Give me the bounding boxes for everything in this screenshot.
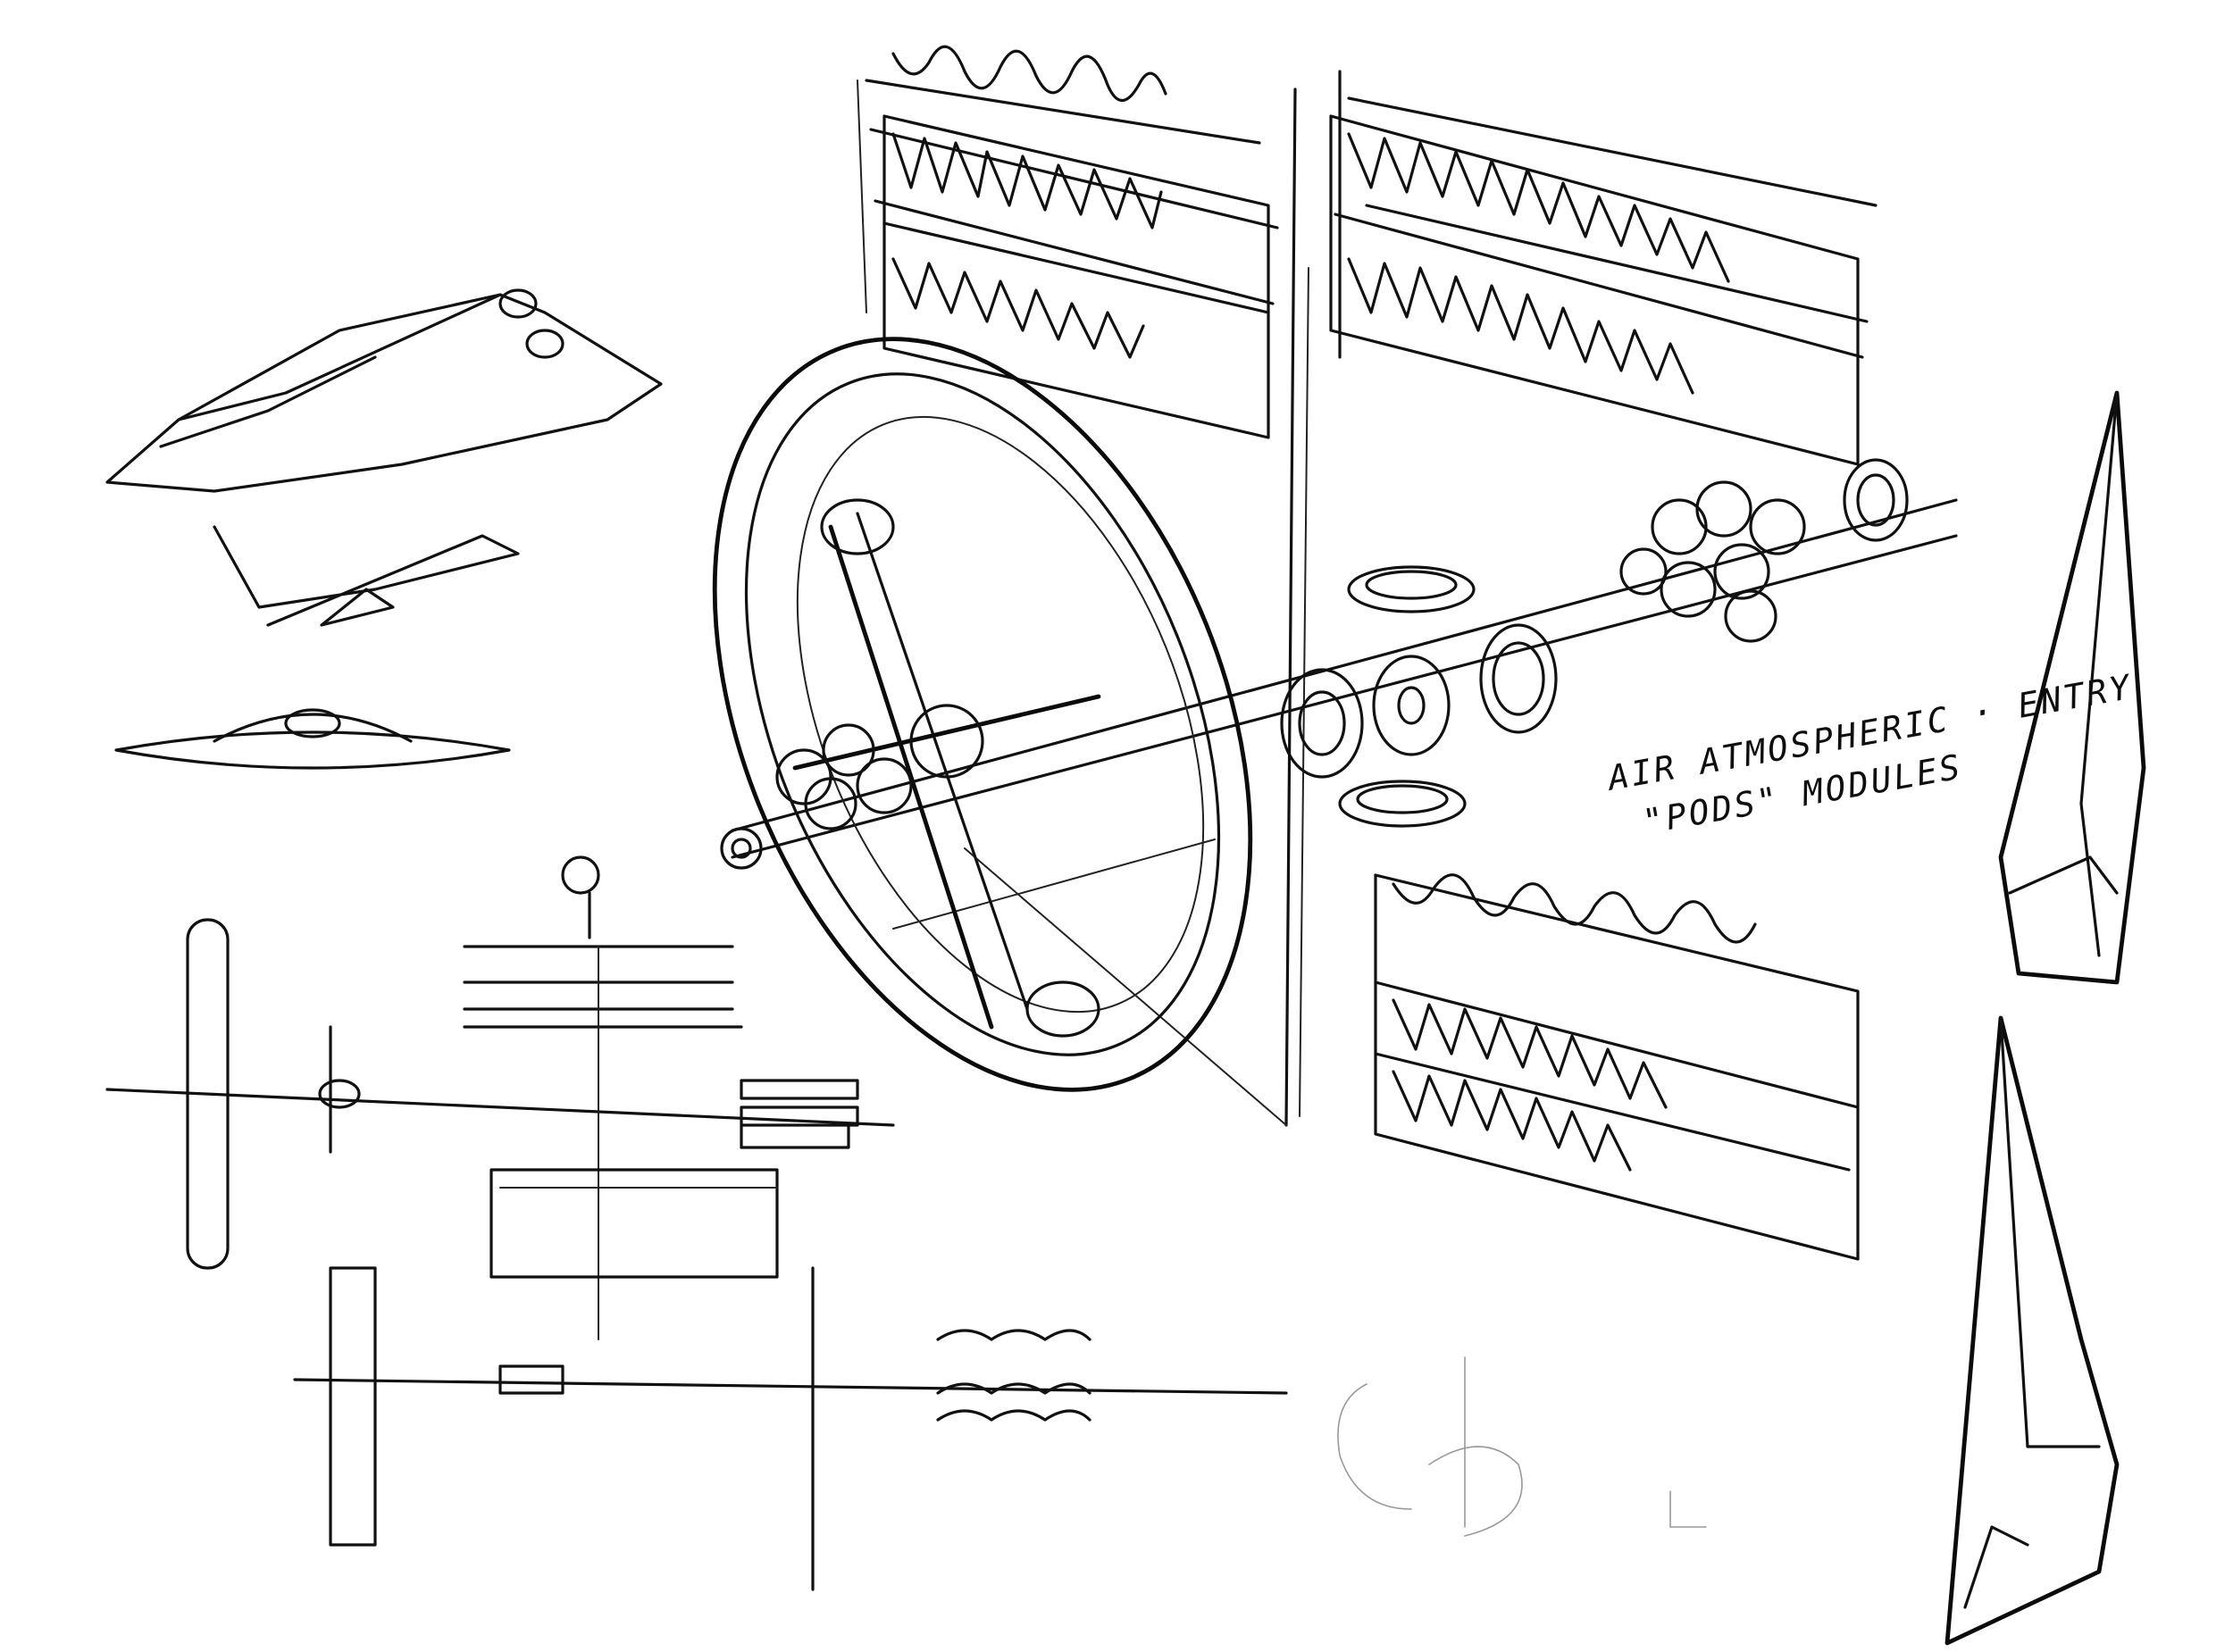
end-module-cluster bbox=[1619, 458, 1909, 643]
delta-wing-sketch-bottom bbox=[114, 708, 511, 770]
nose-cone-lower bbox=[1944, 1015, 2120, 1646]
lifting-body-sketch bbox=[105, 288, 663, 493]
radiator-panel bbox=[489, 1168, 779, 1279]
hub-module-cluster bbox=[720, 723, 913, 870]
side-view-upper bbox=[105, 855, 895, 1340]
solar-panel-lower-right bbox=[1374, 873, 1860, 1261]
nose-cone-upper bbox=[1998, 390, 2146, 985]
atmospheric-entry-pods bbox=[1280, 565, 1558, 828]
delta-wing-sketch-top bbox=[213, 525, 520, 627]
side-view-lower bbox=[293, 1266, 1288, 1591]
solar-panel-upper-right bbox=[1329, 70, 1878, 466]
solar-panel-upper-left bbox=[857, 45, 1279, 439]
annotation: AIR ATMOSPHERIC · ENTRY "PODS" MODULES bbox=[1603, 667, 2136, 842]
faint-mark bbox=[1337, 1356, 1707, 1537]
rotating-habitat-wheel bbox=[712, 337, 1253, 1092]
